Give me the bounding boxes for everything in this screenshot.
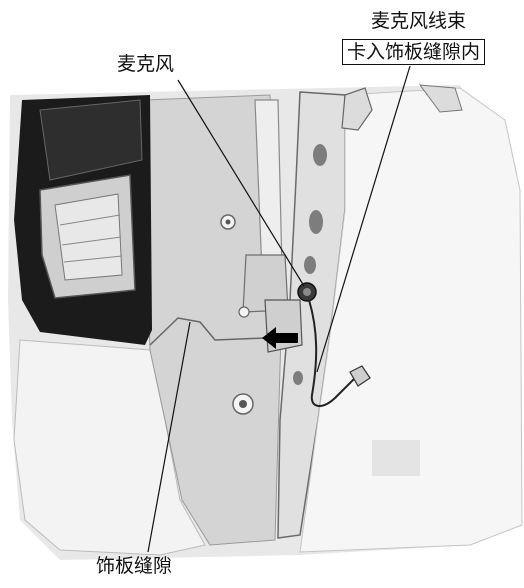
leader-trim-gap	[147, 321, 191, 553]
harness-label-line2-boxed: 卡入饰板缝隙内	[342, 39, 486, 65]
pillar-hole	[313, 144, 327, 166]
microphone-label: 麦克风	[117, 53, 175, 75]
microphone-grill	[303, 288, 311, 296]
leader-microphone	[177, 79, 305, 287]
panel-recess	[372, 440, 420, 476]
bolt	[238, 306, 250, 318]
lamp-stripe	[61, 236, 122, 246]
tail-lamp-inner	[54, 193, 123, 281]
trim-gap-label: 饰板缝隙	[96, 555, 173, 577]
pillar-hole	[309, 210, 323, 234]
harness-connector	[349, 365, 371, 387]
bolt	[225, 219, 231, 225]
lamp-stripe	[63, 255, 123, 263]
upper-hinge-arm	[418, 84, 463, 113]
leader-harness	[316, 65, 411, 373]
upper-hinge	[341, 87, 373, 131]
lamp-stripe	[59, 214, 121, 226]
insert-arrow-icon	[262, 327, 298, 349]
pillar-hole	[304, 256, 316, 274]
trim-gap-line	[149, 317, 266, 346]
bolt	[239, 400, 247, 408]
harness-label-line1: 麦克风线束	[371, 10, 467, 32]
pillar-hole	[293, 371, 303, 385]
lamp-upper-trim	[39, 99, 143, 181]
rear-panel	[299, 87, 523, 553]
wiring-harness	[308, 299, 356, 407]
